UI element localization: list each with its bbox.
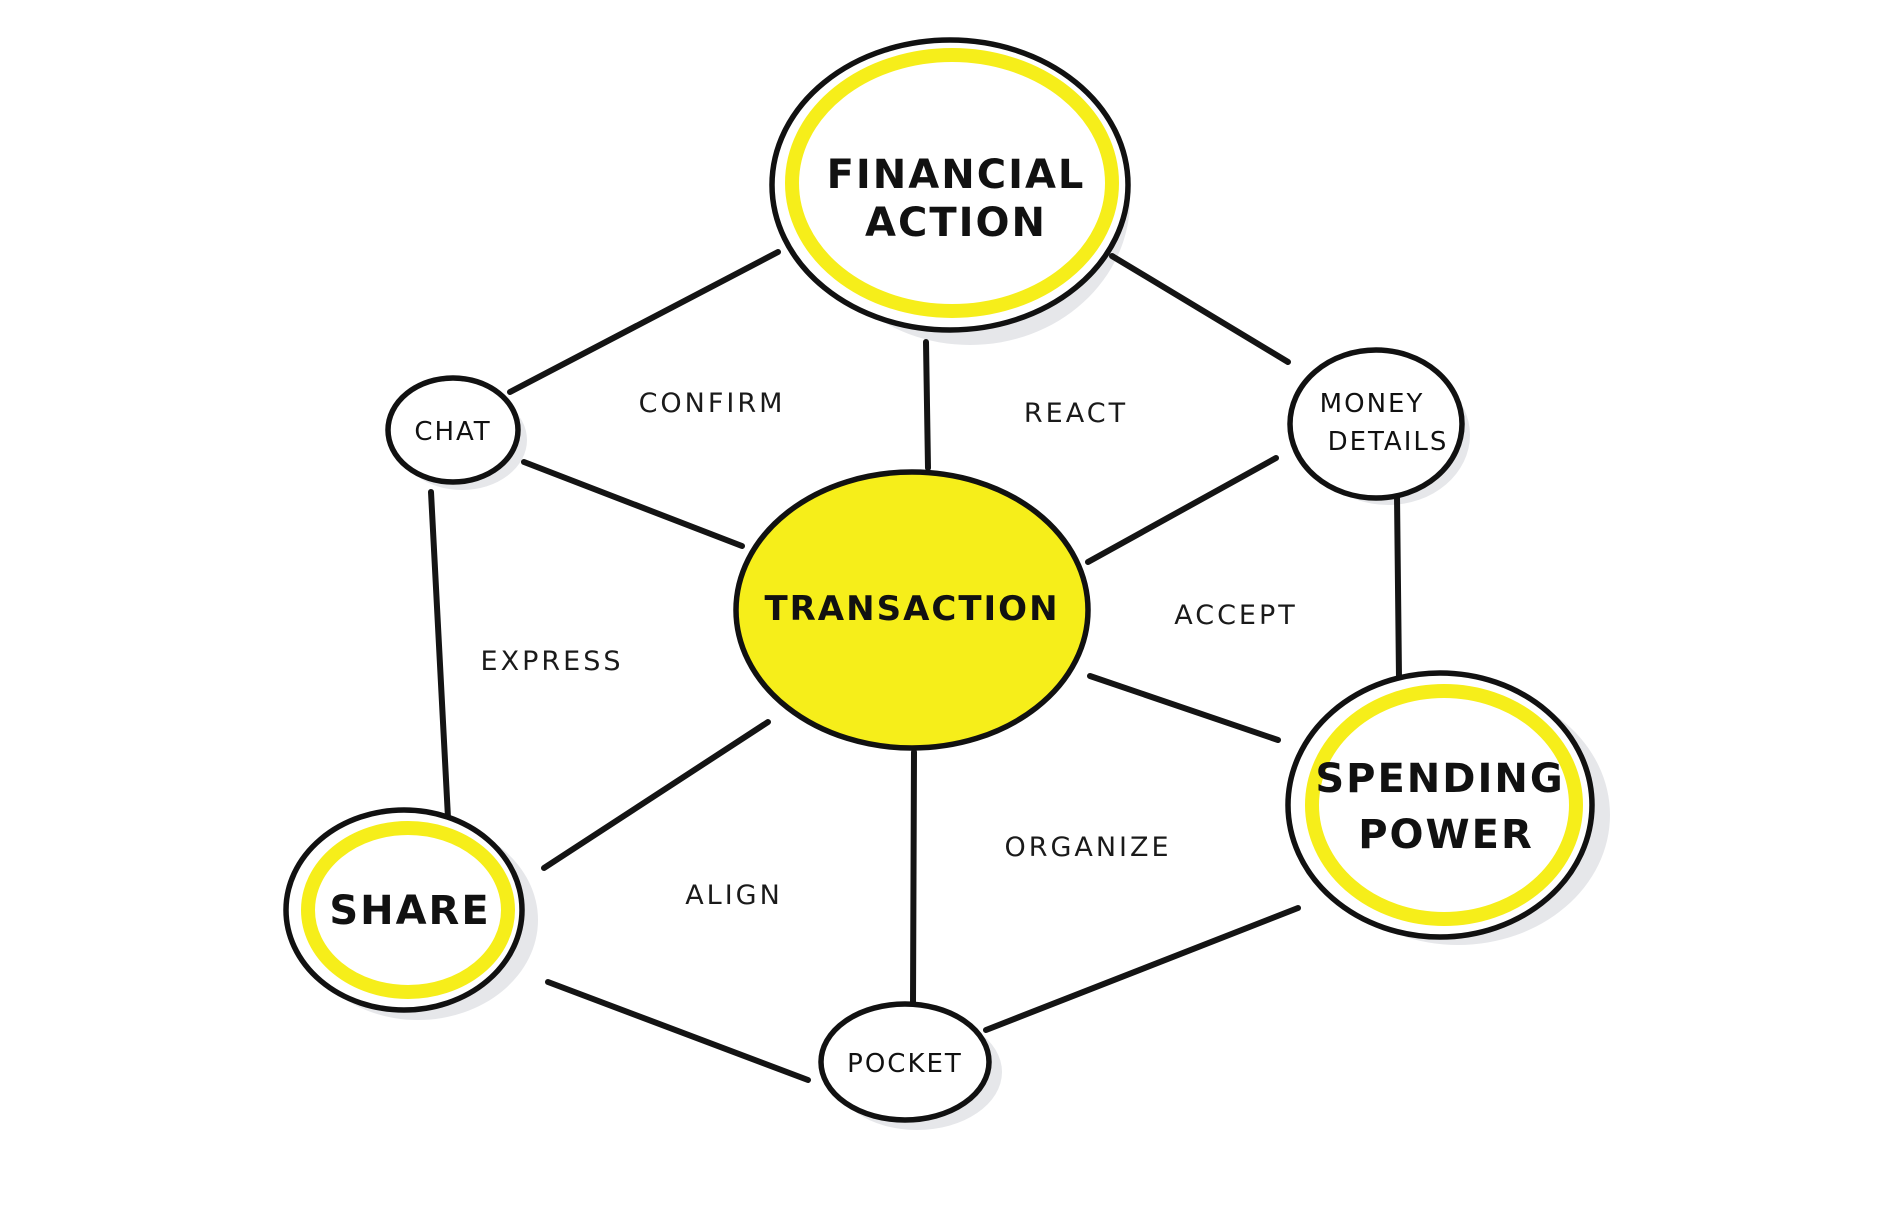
edge-labels: CONFIRM REACT EXPRESS ACCEPT ALIGN ORGAN… bbox=[481, 388, 1298, 911]
node-financial-action-highlight bbox=[785, 48, 1119, 318]
node-transaction-label: TRANSACTION bbox=[764, 589, 1059, 629]
node-financial-action-outline bbox=[769, 37, 1131, 333]
node-spending-power-outline bbox=[1285, 670, 1595, 940]
node-share-highlight bbox=[301, 821, 515, 999]
node-spending-power-label-1: SPENDING bbox=[1315, 756, 1564, 802]
edge-transaction-pocket bbox=[910, 749, 917, 1007]
edges bbox=[428, 249, 1402, 1083]
node-financial-action-label-2: ACTION bbox=[865, 200, 1047, 246]
node-financial-action-label-1: FINANCIAL bbox=[827, 152, 1086, 198]
node-spending-power-highlight bbox=[1305, 684, 1583, 926]
node-pocket-outline bbox=[818, 1001, 992, 1123]
node-money-details-outline bbox=[1287, 347, 1465, 501]
edge-label-confirm: CONFIRM bbox=[639, 388, 786, 419]
edge-label-align: ALIGN bbox=[685, 880, 783, 911]
node-share-outline bbox=[283, 807, 525, 1013]
edge-transaction-spending-power bbox=[1087, 673, 1281, 743]
edge-financial-action-transaction bbox=[923, 339, 931, 471]
node-transaction: TRANSACTION bbox=[733, 469, 1091, 751]
edge-label-express: EXPRESS bbox=[481, 646, 624, 677]
edge-label-organize: ORGANIZE bbox=[1004, 832, 1171, 863]
node-share-label: SHARE bbox=[329, 888, 490, 934]
edge-chat-share bbox=[428, 489, 451, 821]
edge-label-react: REACT bbox=[1024, 398, 1128, 429]
edge-label-accept: ACCEPT bbox=[1174, 600, 1298, 631]
node-pocket: POCKET bbox=[818, 1001, 992, 1123]
node-chat: CHAT bbox=[385, 375, 521, 485]
node-financial-action: FINANCIAL ACTION bbox=[769, 37, 1131, 333]
edge-money-details-spending-power bbox=[1394, 493, 1402, 681]
node-spending-power: SPENDING POWER bbox=[1285, 670, 1595, 940]
node-pocket-label: POCKET bbox=[847, 1049, 963, 1079]
edge-spending-power-pocket bbox=[983, 905, 1301, 1033]
edge-share-pocket bbox=[545, 979, 811, 1083]
node-spending-power-label-2: POWER bbox=[1358, 812, 1534, 858]
node-money-details: MONEY DETAILS bbox=[1287, 347, 1465, 501]
node-share: SHARE bbox=[283, 807, 525, 1013]
edge-chat-transaction bbox=[521, 459, 745, 549]
node-chat-label: CHAT bbox=[414, 417, 491, 447]
edge-financial-action-money-details bbox=[1109, 253, 1291, 365]
edge-transaction-share bbox=[541, 719, 771, 871]
node-chat-outline bbox=[385, 375, 521, 485]
node-money-details-label-2: DETAILS bbox=[1328, 427, 1449, 457]
edge-money-details-transaction bbox=[1085, 455, 1279, 565]
node-money-details-label-1: MONEY bbox=[1320, 389, 1425, 419]
edge-financial-action-chat bbox=[507, 249, 781, 395]
node-transaction-fill bbox=[733, 469, 1091, 751]
